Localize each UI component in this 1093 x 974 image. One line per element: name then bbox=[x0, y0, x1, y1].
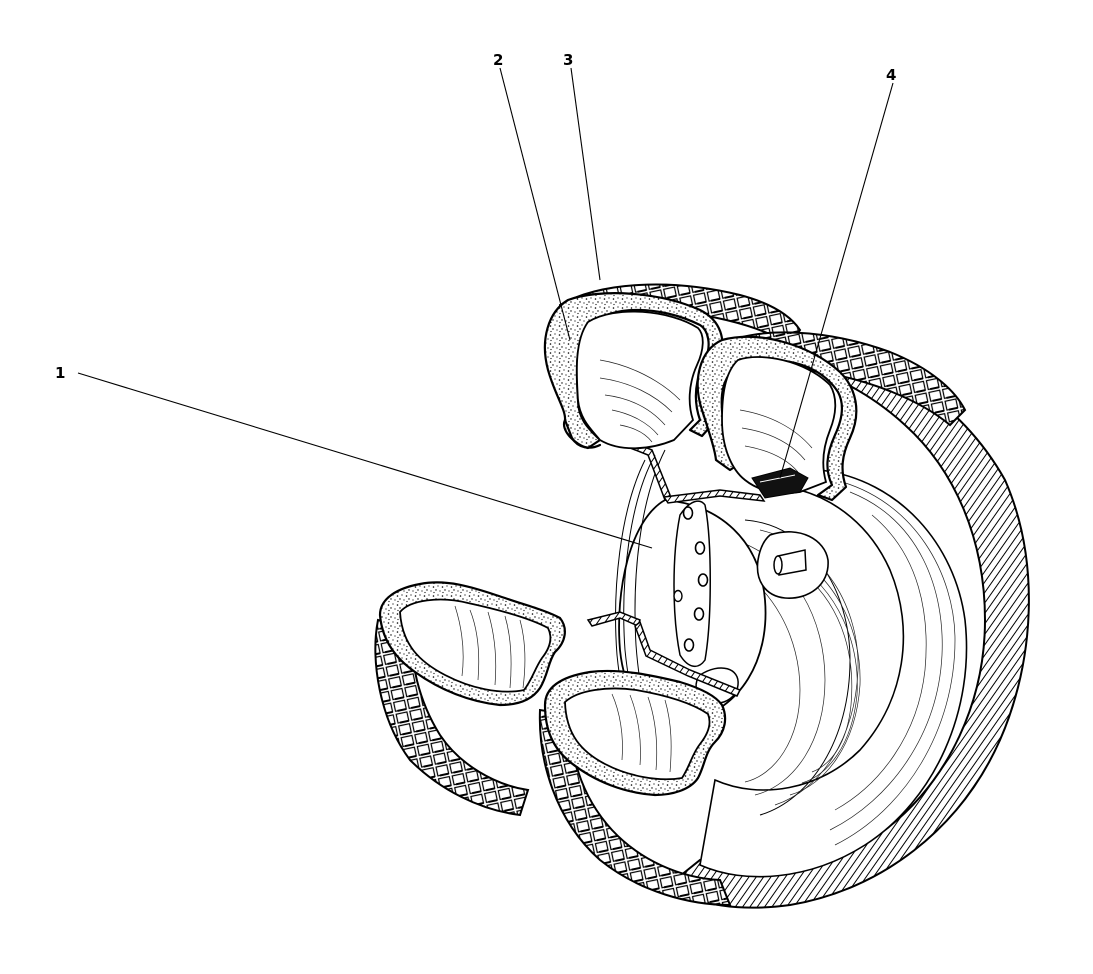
callout-4: 4 bbox=[779, 66, 896, 479]
callout-3: 3 bbox=[563, 51, 601, 281]
lower-inner-tire-section bbox=[374, 581, 566, 817]
rim-web-lower bbox=[634, 620, 742, 697]
callout-2: 2 bbox=[493, 51, 571, 341]
lug-nut bbox=[673, 589, 683, 603]
callout-3-leader bbox=[570, 67, 601, 281]
lug-nut bbox=[693, 607, 705, 621]
rim-web-upper bbox=[662, 489, 766, 504]
lower-outer-tire-section bbox=[538, 669, 732, 907]
callout-4-leader bbox=[779, 82, 894, 479]
callout-4-label: 4 bbox=[886, 66, 896, 84]
lug-nut bbox=[694, 541, 706, 555]
wheel-rim bbox=[586, 433, 861, 816]
callout-2-leader bbox=[499, 67, 571, 341]
upper-inner-tire-cavity bbox=[575, 310, 704, 450]
outer-tire-sidewall bbox=[699, 469, 968, 878]
callout-1-label: 1 bbox=[55, 364, 65, 382]
lug-nut bbox=[682, 506, 694, 520]
callout-2-label: 2 bbox=[493, 51, 503, 69]
upper-outer-tire-section bbox=[696, 331, 967, 502]
upper-outer-tire-cavity bbox=[721, 356, 837, 494]
callout-1-leader bbox=[77, 372, 653, 549]
lug-nut bbox=[683, 638, 695, 652]
lug-nut bbox=[697, 573, 709, 587]
callout-1: 1 bbox=[55, 364, 653, 549]
lower-inner-tire-cavity bbox=[399, 598, 552, 693]
lower-outer-tire-cavity bbox=[564, 687, 711, 781]
callout-3-label: 3 bbox=[563, 51, 573, 69]
